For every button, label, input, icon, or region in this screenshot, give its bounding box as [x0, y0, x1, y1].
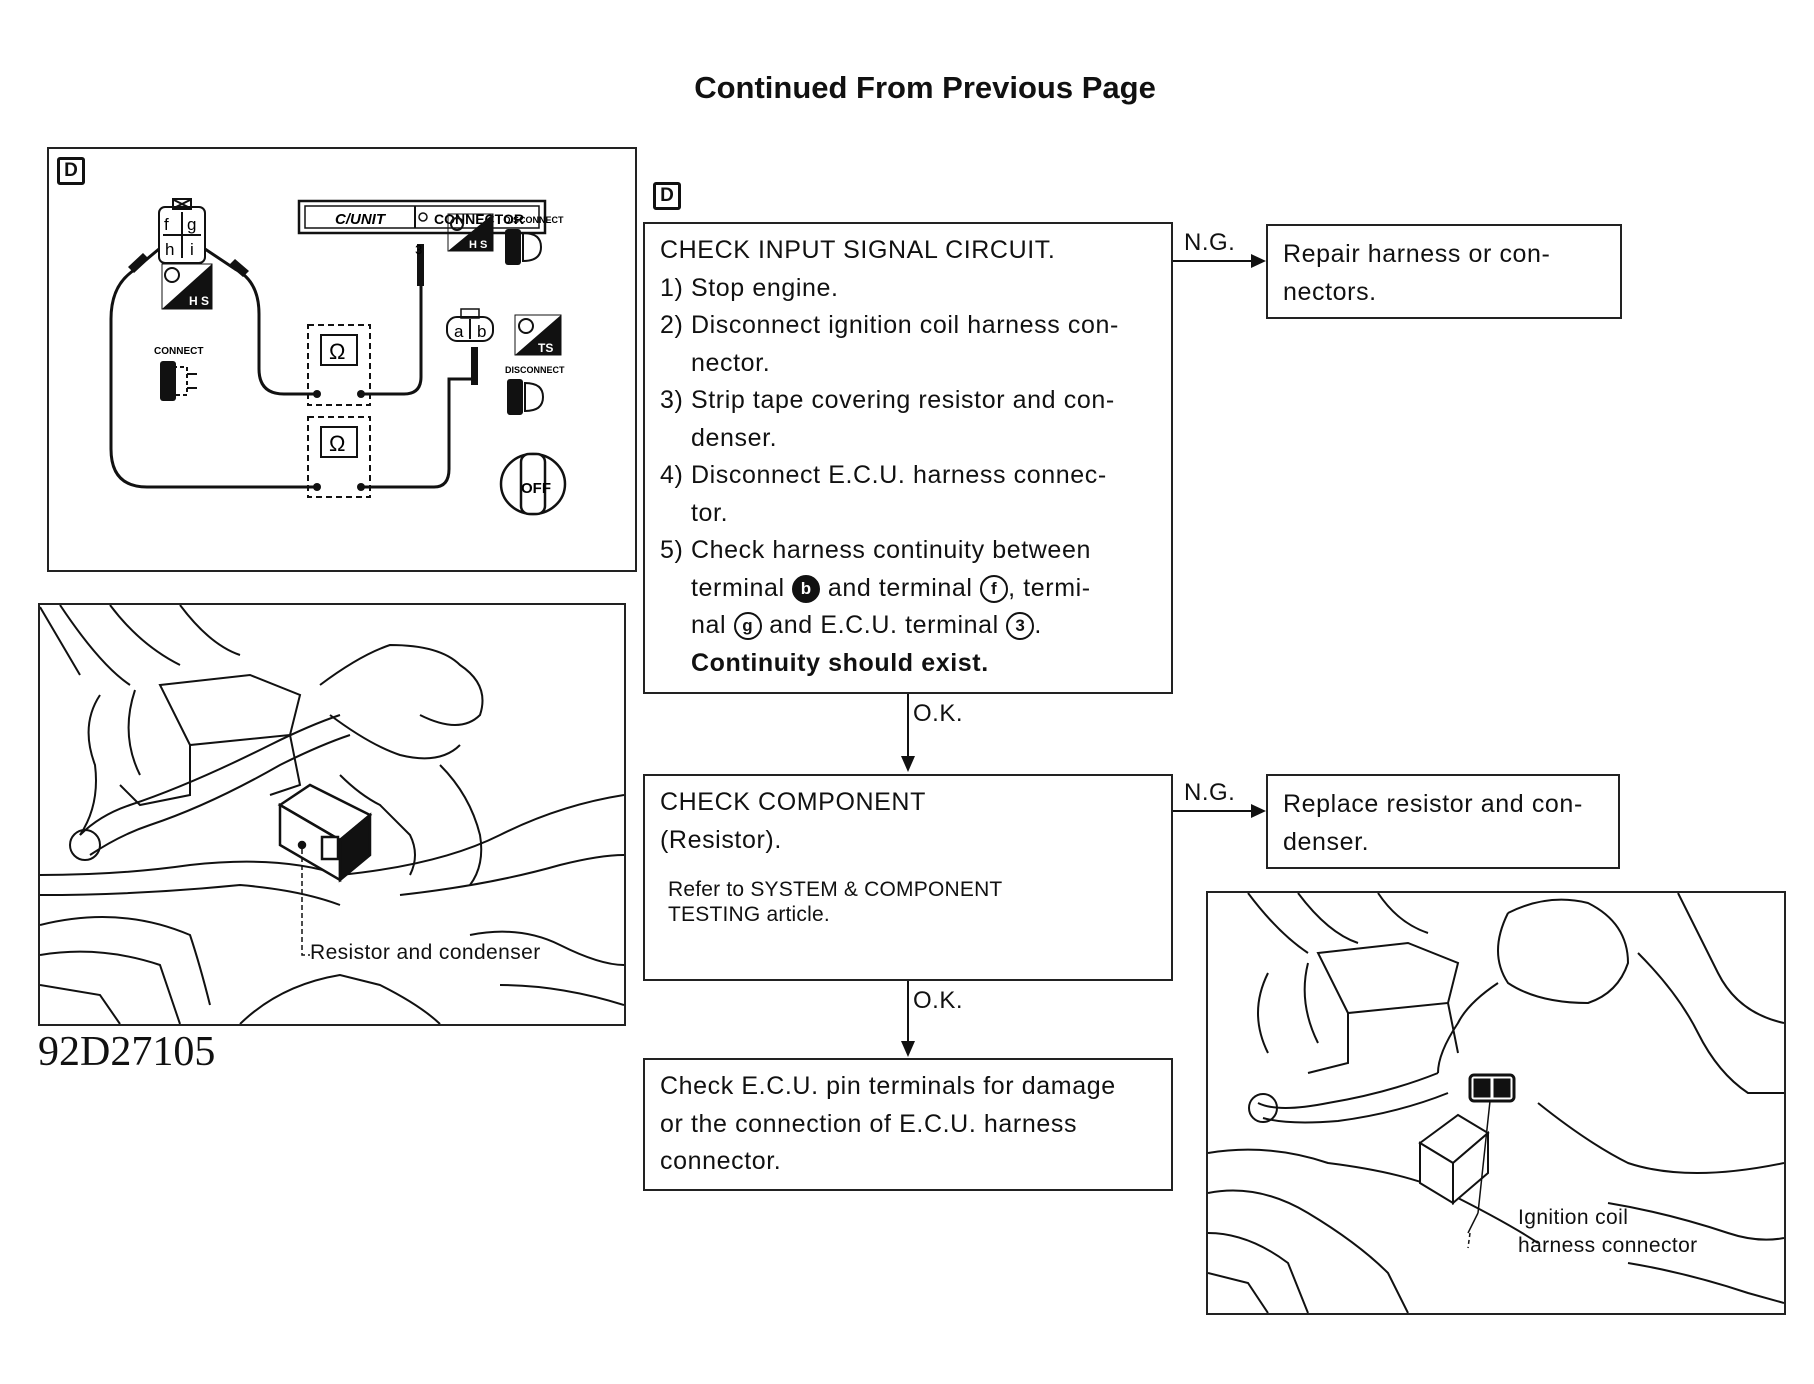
check-component-title: CHECK COMPONENT: [660, 788, 926, 816]
photo-ignition-coil: Ignition coil harness connector: [1206, 891, 1786, 1315]
photo-resistor-condenser: Resistor and condenser: [38, 603, 626, 1026]
ts-label: TS: [538, 341, 553, 355]
check-component-box: CHECK COMPONENT (Resistor). Refer to SYS…: [643, 774, 1173, 981]
step-2: 2) Disconnect ignition coil harness con-: [660, 311, 1119, 339]
ohmmeter-1: Ω: [329, 339, 345, 364]
check-input-signal-box: CHECK INPUT SIGNAL CIRCUIT. 1) Stop engi…: [643, 222, 1173, 694]
ok-label-1: O.K.: [913, 700, 964, 727]
connector-label: CONNECTOR: [434, 211, 524, 227]
pin-f: f: [164, 215, 169, 234]
ecu-terminal-3: 3: [1006, 612, 1035, 640]
ohmmeter-2: Ω: [329, 431, 345, 456]
pin-i: i: [190, 240, 194, 259]
off-label: OFF: [521, 480, 551, 497]
ignition-coil-label: Ignition coil harness connector: [1518, 1206, 1698, 1257]
hs-label-left: H S: [189, 294, 209, 308]
check-input-title: CHECK INPUT SIGNAL CIRCUIT.: [660, 236, 1056, 264]
disconnect-icon-1: [505, 229, 543, 265]
hs-icon-left: [161, 263, 213, 310]
step-5: 5) Check harness continuity between: [660, 536, 1091, 564]
wiring-schematic: f g h i Ω Ω: [109, 198, 567, 516]
disconnect-label-1: DISCONNECT: [504, 215, 564, 225]
ng-arrow-1: [1173, 254, 1266, 268]
ok-arrow-1: [901, 694, 915, 772]
step-2-cont: nector.: [691, 348, 771, 377]
terminal-3-label: 3: [415, 242, 422, 257]
replace-resistor-box: Replace resistor and con- denser.: [1266, 774, 1620, 869]
section-label: D: [57, 157, 85, 185]
flowchart-section-label: D: [653, 182, 681, 210]
refer-note: Refer to SYSTEM & COMPONENT TESTING arti…: [668, 878, 1003, 926]
engine-illustration-2: [1208, 893, 1784, 1313]
ok-label-2: O.K.: [913, 987, 964, 1014]
pin-b: b: [477, 322, 486, 341]
step-5-cont-2: nal g and E.C.U. terminal 3.: [691, 611, 1042, 640]
disconnect-label-2: DISCONNECT: [505, 365, 565, 375]
ng-arrow-2: [1173, 804, 1266, 818]
ignition-off-icon: [499, 452, 567, 516]
check-ecu-box: Check E.C.U. pin terminals for damage or…: [643, 1058, 1173, 1191]
step-5-cont: terminal b and terminal f, termi-: [691, 573, 1091, 603]
step-4: 4) Disconnect E.C.U. harness connec-: [660, 461, 1107, 489]
terminal-b: b: [792, 574, 821, 603]
pin-a: a: [454, 322, 464, 341]
ts-icon: [514, 314, 562, 356]
ok-arrow-2: [901, 981, 915, 1057]
continuity-result: Continuity should exist.: [691, 648, 989, 677]
repair-harness-box: Repair harness or con- nectors.: [1266, 224, 1622, 319]
hs-label-right: H S: [469, 239, 487, 251]
step-3: 3) Strip tape covering resistor and con-: [660, 386, 1115, 414]
engine-illustration: [40, 605, 624, 1024]
disconnect-icon-2: [507, 379, 545, 415]
terminal-f: f: [980, 574, 1009, 603]
connect-icon: [160, 361, 197, 401]
hs-icon-right: [447, 213, 494, 252]
ng-label-1: N.G.: [1184, 229, 1236, 256]
step-3-cont: denser.: [691, 423, 778, 452]
ng-label-2: N.G.: [1184, 779, 1236, 806]
step-1: 1) Stop engine.: [660, 273, 839, 302]
pin-g: g: [187, 215, 196, 234]
step-4-cont: tor.: [691, 498, 729, 527]
check-component-sub: (Resistor).: [660, 825, 782, 854]
terminal-g: g: [733, 612, 762, 640]
figure-id: 92D27105: [38, 1029, 216, 1075]
resistor-condenser-label: Resistor and condenser: [310, 941, 541, 964]
cunit-label: C/UNIT: [335, 211, 387, 228]
connect-label: CONNECT: [154, 346, 203, 357]
wiring-diagram: D f g h i: [47, 147, 637, 572]
page-title: Continued From Previous Page: [694, 70, 1156, 105]
pin-h: h: [165, 240, 174, 259]
